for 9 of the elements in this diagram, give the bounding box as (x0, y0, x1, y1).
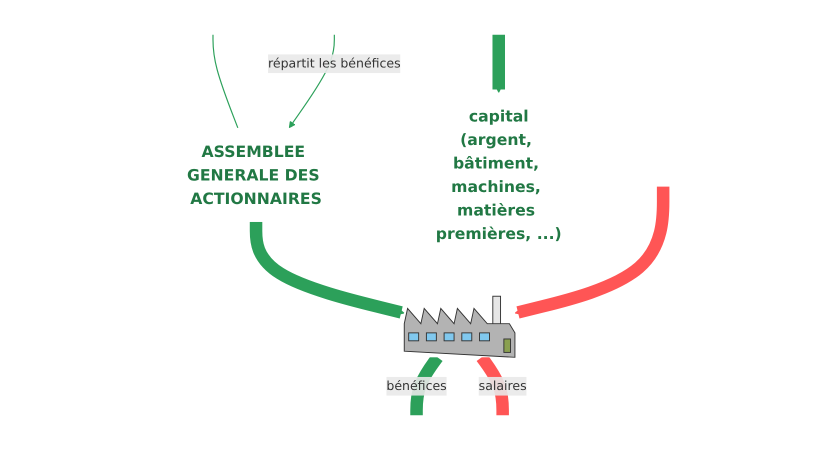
edge-label: bénéfices (386, 378, 446, 394)
arrow (492, 33, 505, 93)
node-label: (argent, bâtiment, machines, matières premières, ...) (435, 130, 562, 243)
factory-drawing (403, 296, 515, 358)
arrow (514, 186, 669, 318)
edge-label: répartit les bénéfices (268, 56, 400, 71)
edge-label: salaires (478, 378, 526, 394)
node-text: capital (468, 106, 528, 126)
node-text: ASSEMBLEE GENERALE DES ACTIONNAIRES (186, 142, 322, 208)
